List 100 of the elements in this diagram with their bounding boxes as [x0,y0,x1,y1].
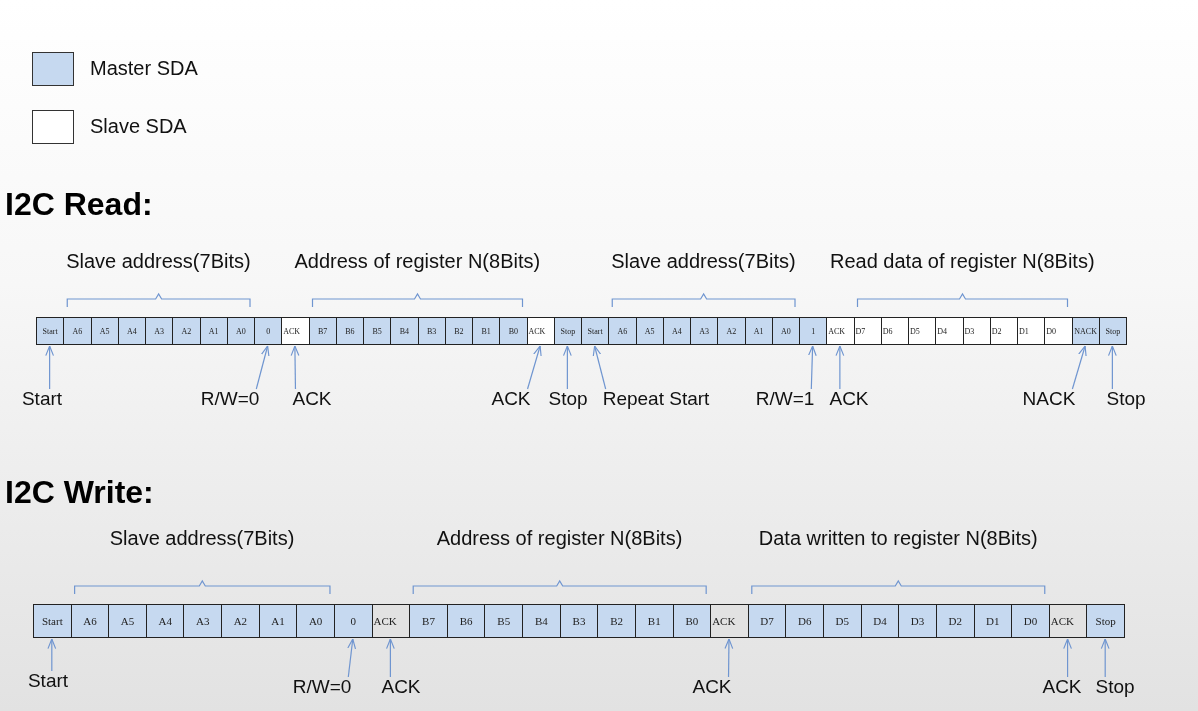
bit-field: A3 [145,317,174,345]
bit-field: ACK [526,317,555,345]
bracket-label: Slave address(7Bits) [66,250,251,273]
leader-arrow [1063,638,1072,678]
bit-field: A6 [63,317,92,345]
annotation-text: Start [21,388,63,410]
annotation-text: ACK [1042,676,1082,698]
annotation-text: Repeat Start [602,388,710,410]
bit-field: B0 [672,604,712,638]
bit-field: ACK [281,317,310,345]
bit-field: B3 [417,317,446,345]
leader-arrow [526,345,542,390]
annotation-text: R/W=0 [292,676,352,698]
bit-field: D0 [1044,317,1073,345]
bit-field: D2 [935,604,975,638]
bit-field: B1 [472,317,501,345]
leader-arrow [835,345,845,390]
bit-field: 0 [254,317,283,345]
bit-field: ACK [1048,604,1088,638]
bit-field: D0 [1011,604,1050,638]
annotation-text: ACK [381,676,421,698]
bit-field: ACK [371,604,411,638]
bit-field: 0 [333,604,373,638]
bit-field: Start [581,317,610,345]
bit-field: A1 [744,317,773,345]
bracket-label: Read data of register N(8Bits) [830,250,1095,273]
bit-field: A3 [183,604,223,638]
leader-arrow [724,638,734,678]
bit-field: D4 [860,604,900,638]
annotation-text: Stop [1106,388,1146,410]
bit-field: B7 [308,317,337,345]
leader-arrow [47,638,57,672]
bit-field: B5 [363,317,392,345]
bit-field: NACK [1071,317,1100,345]
annotation-text: Start [27,670,69,692]
bit-field: Start [36,317,65,345]
leader-arrow [290,345,300,390]
bit-field: B3 [559,604,599,638]
bit-field: A2 [221,604,260,638]
bit-field: D4 [935,317,964,345]
bit-field: A2 [172,317,201,345]
bit-field: B5 [484,604,524,638]
leader-arrow [592,345,607,390]
bit-field: ACK [710,604,749,638]
bracket-label: Address of register N(8Bits) [436,527,683,550]
bit-field: B7 [409,604,448,638]
bit-field: A5 [635,317,664,345]
bit-field: Start [33,604,72,638]
bit-field: A1 [258,604,298,638]
bit-field: A6 [70,604,110,638]
annotation-text: Stop [1095,676,1135,698]
bit-field: A5 [108,604,147,638]
bit-field: ACK [826,317,855,345]
leader-arrow [1100,638,1110,678]
section-heading: I2C Read: [5,186,153,223]
bit-field: 1 [799,317,828,345]
bit-field: A4 [145,604,185,638]
leader-arrow [562,345,572,390]
bit-field: D7 [853,317,882,345]
annotation-text: Stop [548,388,588,410]
annotation-text: R/W=0 [200,388,260,410]
bit-field: Stop [1098,317,1127,345]
bit-field: B2 [597,604,636,638]
bit-field: D5 [823,604,862,638]
bit-field: D3 [898,604,937,638]
annotation-text: NACK [1022,388,1076,410]
legend-text: Master SDA [90,57,198,80]
leader-arrow [386,638,395,678]
bit-field: B4 [522,604,561,638]
leader-arrow [807,345,817,390]
annotation-text: R/W=1 [755,388,815,410]
bit-field: D7 [747,604,787,638]
bit-field: A2 [717,317,746,345]
leader-arrow [45,345,55,390]
annotation-text: ACK [692,676,732,698]
bit-field: D1 [973,604,1013,638]
bit-field: B0 [499,317,528,345]
bracket-label: Data written to register N(8Bits) [758,527,1038,550]
bit-field: B6 [446,604,486,638]
leader-arrow [255,345,270,390]
annotation-text: ACK [491,388,531,410]
bracket-label: Address of register N(8Bits) [294,250,541,273]
bit-field: A5 [90,317,119,345]
leader-arrow [347,638,357,678]
leader-arrow [1071,345,1087,390]
bit-field: D3 [962,317,991,345]
bit-field: A3 [690,317,719,345]
bracket-label: Slave address(7Bits) [611,250,796,273]
bit-field: Stop [1086,604,1125,638]
bit-field: B4 [390,317,419,345]
section-heading: I2C Write: [5,474,154,511]
bit-field: B1 [634,604,674,638]
annotation-text: ACK [829,388,869,410]
bit-field: D5 [908,317,937,345]
leader-arrow [1107,345,1117,390]
bit-field: D1 [1017,317,1046,345]
bracket-label: Slave address(7Bits) [109,527,295,550]
bit-field: D6 [785,604,824,638]
bit-field: A1 [199,317,228,345]
legend-text: Slave SDA [90,115,187,138]
